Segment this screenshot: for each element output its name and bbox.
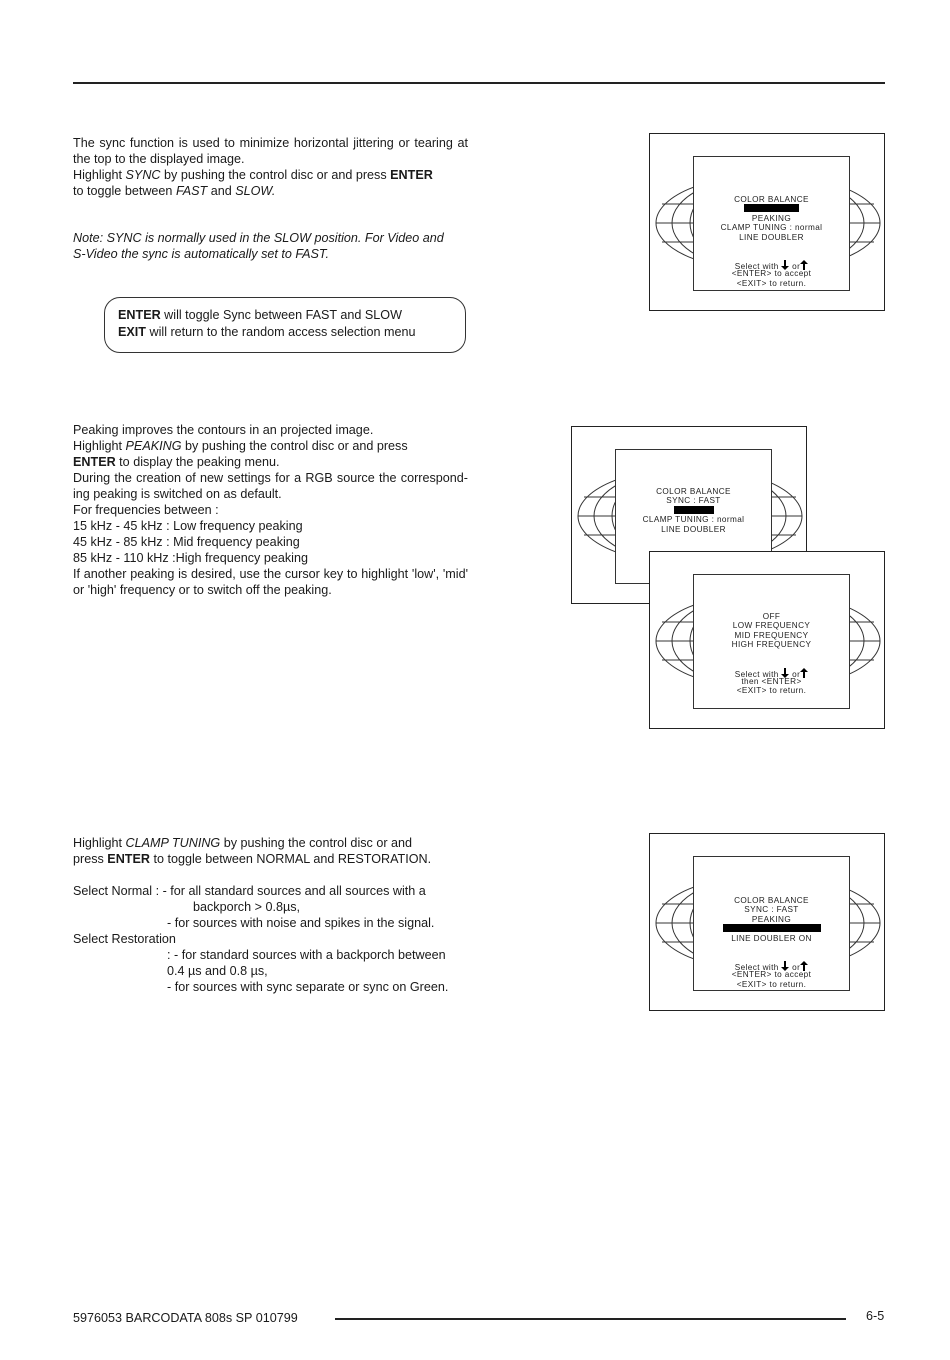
arrow-up-icon [800,259,809,270]
menu-item-sync[interactable]: SYNC : FAST [666,496,721,506]
menu-item-line-doubler[interactable]: LINE DOUBLER [661,524,726,534]
osd-screen-clamp: COLOR BALANCE SYNC : FAST PEAKING LINE D… [649,833,885,1011]
menu-item-low-frequency[interactable]: LOW FREQUENCY [732,621,811,631]
menu-item-sync[interactable]: SYNC : FAST [744,905,799,915]
peaking-section: Peaking improves the contours in an proj… [73,423,468,597]
menu-hint-enter: <ENTER> to accept [731,970,812,980]
menu-item-line-doubler[interactable]: LINE DOUBLER [739,232,804,242]
menu-item-line-doubler[interactable]: LINE DOUBLER ON [731,933,812,943]
menu-hint-exit: <EXIT> to return. [736,979,807,989]
menu-hint-exit: <EXIT> to return. [736,686,807,696]
menu-item-clamp-tuning[interactable]: CLAMP TUNING : normal [642,515,745,525]
page-number: 6-5 [866,1309,885,1323]
menu-item-color-balance[interactable]: COLOR BALANCE [656,487,731,496]
menu-item-peaking-selected[interactable] [616,505,771,515]
menu-item-high-frequency[interactable]: HIGH FREQUENCY [731,640,812,650]
menu-hint-select: Select with or [694,960,849,972]
menu-item-peaking[interactable]: PEAKING [751,914,792,924]
osd-screen-sync: COLOR BALANCE PEAKING CLAMP TUNING : nor… [649,133,885,311]
menu-item-peaking[interactable]: PEAKING [751,213,792,223]
menu-hint-exit: <EXIT> to return. [736,278,807,288]
arrow-down-icon [781,667,790,678]
menu-item-clamp-tuning-selected[interactable] [694,924,849,933]
clamp-section: Highlight CLAMP TUNING by pushing the co… [73,836,449,994]
menu-hint-select: Select with or [694,667,849,679]
sync-section: The sync function is used to minimize ho… [73,135,468,199]
arrow-down-icon [781,960,790,971]
arrow-down-icon [781,259,790,270]
osd-menu-main: COLOR BALANCE SYNC : FAST PEAKING LINE D… [693,856,850,991]
menu-item-sync-selected[interactable] [694,204,849,213]
menu-hint-select: Select with or [694,259,849,271]
osd-screen-peaking-sub: OFF LOW FREQUENCY MID FREQUENCY HIGH FRE… [649,551,885,729]
top-rule [73,82,885,84]
menu-item-mid-frequency[interactable]: MID FREQUENCY [734,630,809,640]
osd-menu-peaking: OFF LOW FREQUENCY MID FREQUENCY HIGH FRE… [693,574,850,709]
menu-item-color-balance[interactable]: COLOR BALANCE [734,896,809,905]
menu-hint-enter: then <ENTER> [741,676,802,686]
osd-menu-main: COLOR BALANCE PEAKING CLAMP TUNING : nor… [693,156,850,291]
sync-key-box: ENTER will toggle Sync between FAST and … [104,297,466,353]
arrow-up-icon [800,667,809,678]
footer-rule [335,1318,846,1320]
menu-item-clamp-tuning[interactable]: CLAMP TUNING : normal [720,223,823,233]
sync-note: Note: SYNC is normally used in the SLOW … [73,231,444,261]
footer-doc-id: 5976053 BARCODATA 808s SP 010799 [73,1311,298,1325]
arrow-up-icon [800,960,809,971]
sync-para1: The sync function is used to minimize ho… [73,136,468,166]
menu-item-off[interactable]: OFF [762,612,781,621]
menu-item-color-balance[interactable]: COLOR BALANCE [734,195,809,204]
menu-hint-enter: <ENTER> to accept [731,269,812,279]
sync-para2: Highlight SYNC by pushing the control di… [73,168,433,198]
